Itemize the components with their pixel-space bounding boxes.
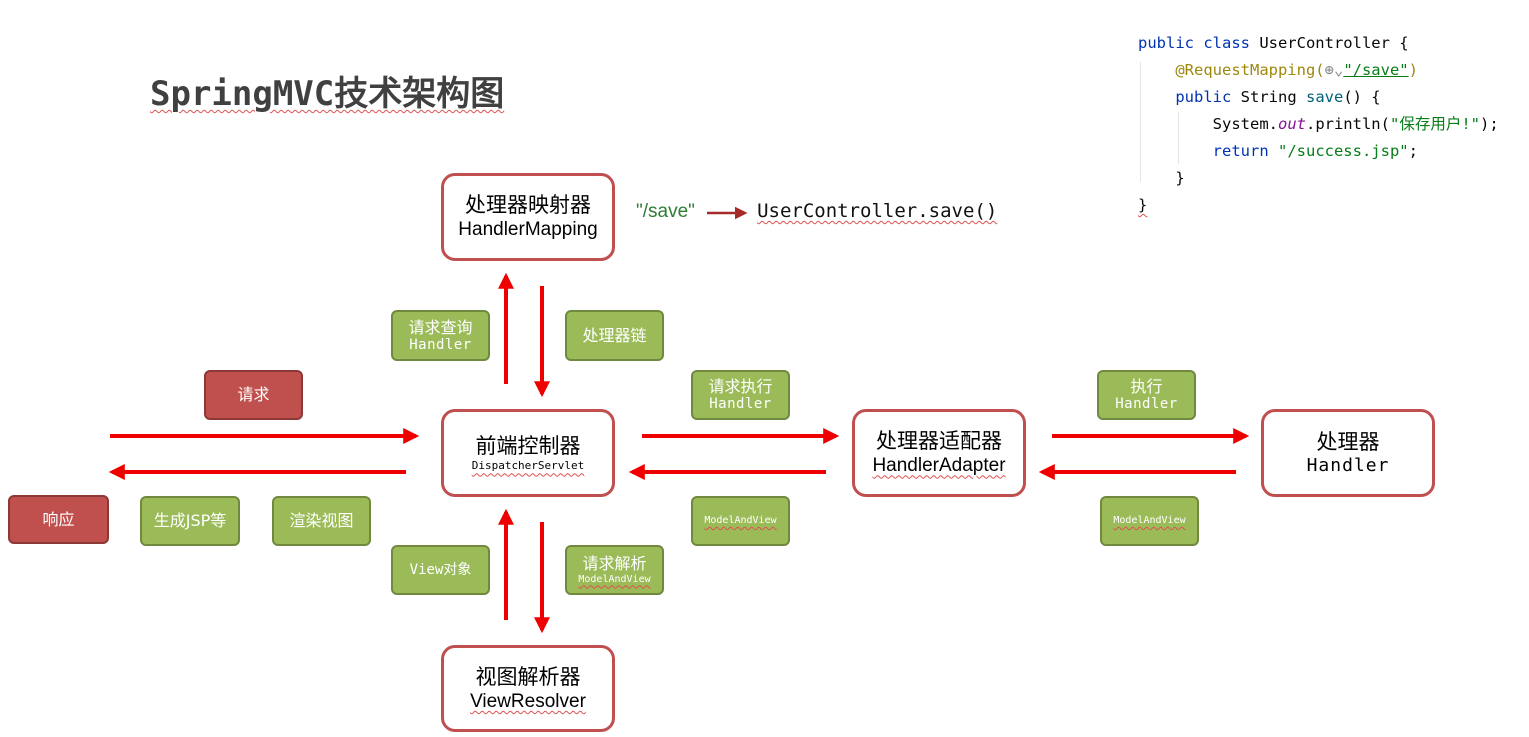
request-parse-en: ModelAndView xyxy=(578,573,651,585)
execute-en: Handler xyxy=(1115,396,1178,413)
code-line-3: public String save() { xyxy=(1175,88,1381,106)
view-resolver-cn: 视图解析器 xyxy=(475,664,581,689)
dispatcher-cn: 前端控制器 xyxy=(475,434,581,458)
handler-mapping-node: 处理器映射器 HandlerMapping xyxy=(441,173,615,261)
dispatcher-node: 前端控制器 DispatcherServlet xyxy=(441,409,615,497)
handler-cn: 处理器 xyxy=(1316,429,1380,454)
view-resolver-en: ViewResolver xyxy=(470,690,586,712)
handler-chain-tag: 处理器链 xyxy=(565,310,664,361)
request-execute-en: Handler xyxy=(709,396,772,413)
mapping-target: UserController.save() xyxy=(757,200,998,222)
request-tag: 请求 xyxy=(204,370,303,420)
request-parse-tag: 请求解析 ModelAndView xyxy=(565,545,664,595)
handler-en: Handler xyxy=(1306,454,1390,476)
response-tag: 响应 xyxy=(8,495,109,544)
request-query-tag: 请求查询 Handler xyxy=(391,310,490,361)
title-text: SpringMVC技术架构图 xyxy=(150,74,505,114)
indent-guide-1 xyxy=(1140,62,1141,182)
request-execute-tag: 请求执行 Handler xyxy=(691,370,790,420)
request-query-cn: 请求查询 xyxy=(408,317,473,337)
code-snippet: public class UserController { @RequestMa… xyxy=(1138,30,1499,219)
request-execute-cn: 请求执行 xyxy=(708,377,773,396)
render-view-label: 渲染视图 xyxy=(289,511,354,531)
request-label: 请求 xyxy=(237,385,270,405)
page-title: SpringMVC技术架构图 xyxy=(150,66,504,115)
mav-right-label: ModelAndView xyxy=(1113,515,1186,526)
execute-cn: 执行 xyxy=(1130,377,1163,396)
view-resolver-node: 视图解析器 ViewResolver xyxy=(441,645,615,732)
request-query-en: Handler xyxy=(409,336,472,353)
mav-left-label: ModelAndView xyxy=(704,515,777,526)
handler-adapter-en: HandlerAdapter xyxy=(872,455,1006,477)
execute-tag: 执行 Handler xyxy=(1097,370,1196,420)
indent-guide-2 xyxy=(1178,112,1179,164)
mav-left-tag: ModelAndView xyxy=(691,496,790,546)
code-line-6: } xyxy=(1175,169,1185,187)
view-object-tag: View对象 xyxy=(391,545,490,595)
request-parse-cn: 请求解析 xyxy=(582,554,647,574)
mav-right-tag: ModelAndView xyxy=(1100,496,1199,546)
code-line-7: } xyxy=(1138,196,1148,214)
response-label: 响应 xyxy=(42,509,75,529)
view-object-label: View对象 xyxy=(409,561,472,578)
handler-mapping-en: HandlerMapping xyxy=(458,219,598,241)
handler-adapter-node: 处理器适配器 HandlerAdapter xyxy=(852,409,1026,497)
mapping-path: "/save" xyxy=(636,201,695,222)
render-view-tag: 渲染视图 xyxy=(272,496,371,546)
handler-mapping-cn: 处理器映射器 xyxy=(465,193,591,217)
handler-adapter-cn: 处理器适配器 xyxy=(876,429,1002,453)
mapping-annotation: "/save" UserController.save() xyxy=(636,200,997,223)
generate-jsp-label: 生成JSP等 xyxy=(153,511,227,531)
code-line-5: return "/success.jsp"; xyxy=(1212,142,1418,160)
dispatcher-en: DispatcherServlet xyxy=(471,459,585,473)
code-line-4: System.out.println("保存用户!"); xyxy=(1212,115,1499,133)
code-line-1: public class UserController { xyxy=(1138,34,1409,52)
handler-chain-label: 处理器链 xyxy=(582,325,647,345)
handler-node: 处理器 Handler xyxy=(1261,409,1435,497)
generate-jsp-tag: 生成JSP等 xyxy=(140,496,240,546)
globe-icon: ⊕⌄ xyxy=(1324,61,1344,79)
code-line-2: @RequestMapping(⊕⌄"/save") xyxy=(1175,61,1418,79)
